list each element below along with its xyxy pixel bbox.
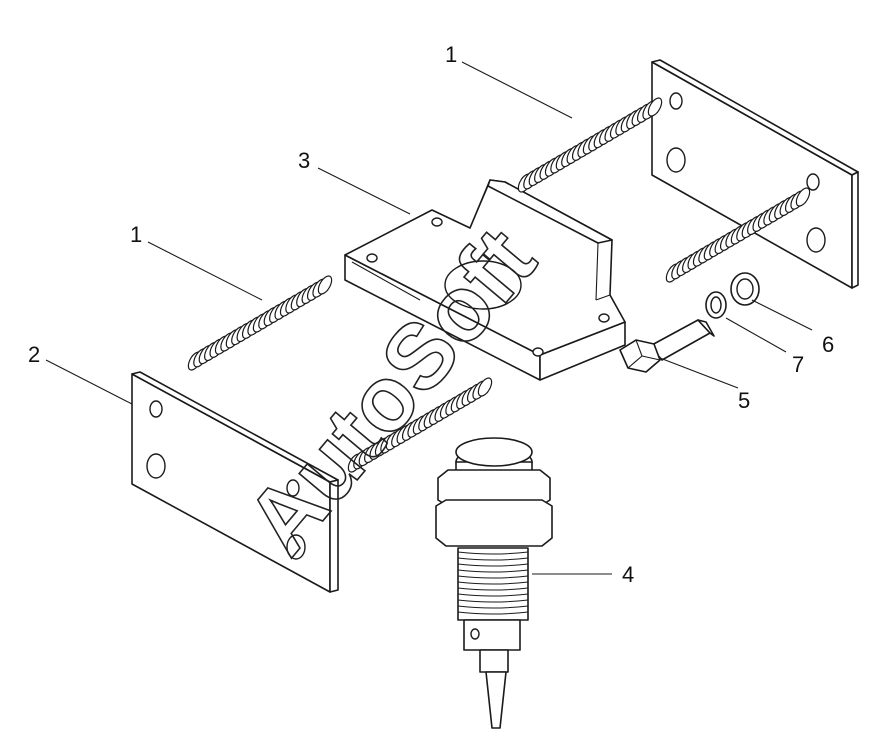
callout-4: 4 bbox=[622, 562, 634, 587]
flat-washer bbox=[730, 272, 760, 306]
callout-3: 3 bbox=[298, 148, 310, 173]
spring-coil bbox=[647, 97, 663, 117]
callout-5: 5 bbox=[738, 388, 750, 413]
spring-coil bbox=[317, 275, 333, 295]
spring-lower-left bbox=[347, 377, 493, 473]
proximity-sensor bbox=[435, 437, 553, 729]
spring-lower-right bbox=[665, 187, 811, 283]
left-mounting-plate bbox=[131, 371, 339, 593]
callout-2: 2 bbox=[28, 342, 40, 367]
hex-bolt bbox=[619, 319, 715, 373]
callout-7: 7 bbox=[792, 352, 804, 377]
spring-upper-right bbox=[517, 97, 663, 193]
callout-1-top: 1 bbox=[445, 42, 457, 67]
spring-upper-left bbox=[187, 275, 333, 371]
spring-coil bbox=[795, 187, 811, 207]
callout-6: 6 bbox=[822, 332, 834, 357]
callout-1-left: 1 bbox=[130, 222, 142, 247]
right-mounting-plate bbox=[651, 59, 859, 289]
callout-leaders bbox=[45, 61, 813, 575]
center-bracket bbox=[344, 179, 626, 381]
spring-washer bbox=[705, 291, 727, 319]
spring-coil bbox=[477, 377, 493, 397]
